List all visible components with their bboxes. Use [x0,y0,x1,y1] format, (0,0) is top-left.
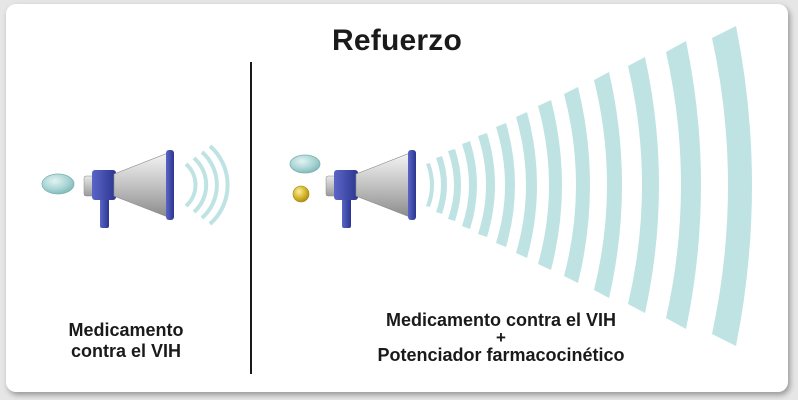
diagram-card: Refuerzo [6,4,788,392]
left-megaphone-icon [83,150,174,228]
diagram-title: Refuerzo [332,24,462,57]
right-megaphone-icon [325,150,416,228]
right-caption-line1: Medicamento contra el VIH [385,310,617,330]
right-caption: Medicamento contra el VIH + Potenciador … [336,310,666,366]
right-sound-waves [426,26,752,346]
right-caption-line2: Potenciador farmacocinético [377,345,625,365]
diagram-illustration [41,26,752,374]
left-caption-line1: Medicamento [68,320,184,340]
left-sound-waves [184,144,230,226]
left-drug-icon [41,173,75,195]
right-caption-plus: + [496,328,506,347]
panel-divider [250,62,252,374]
left-caption-line2: contra el VIH [70,341,182,361]
left-caption: Medicamento contra el VIH [36,320,216,362]
booster-icon [292,185,310,203]
right-drug-icon [289,154,321,174]
